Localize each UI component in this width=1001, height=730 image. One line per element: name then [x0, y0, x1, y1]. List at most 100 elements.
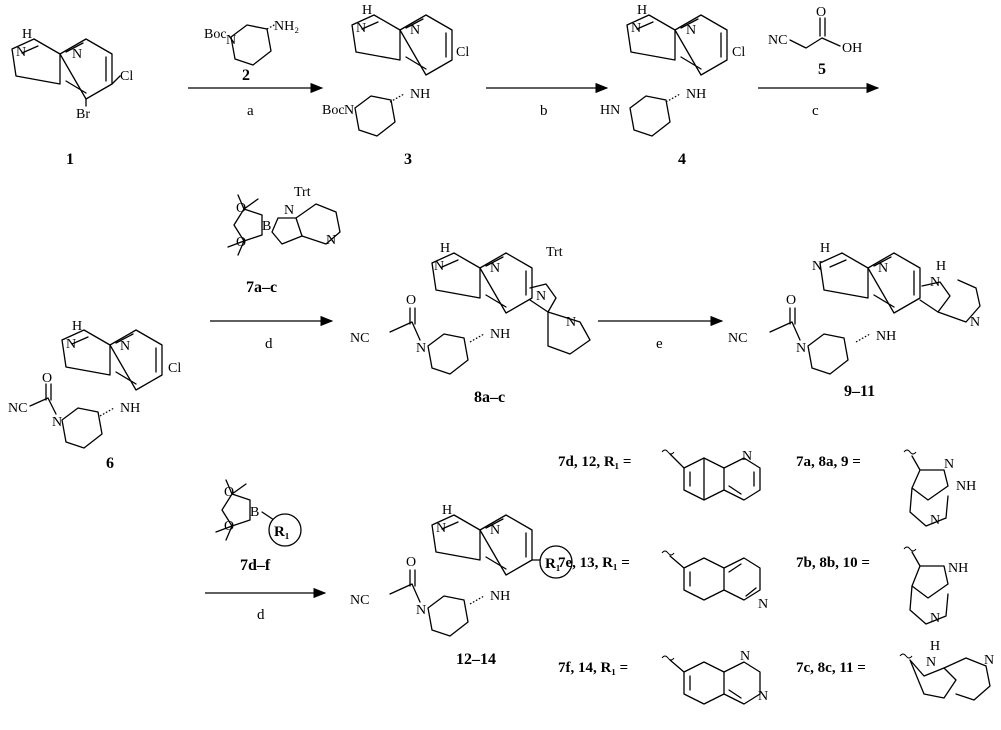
svg-text:N: N [758, 597, 768, 612]
svg-text:N: N [72, 47, 82, 62]
svg-text:Br: Br [76, 107, 90, 122]
svg-text:N: N [416, 603, 426, 618]
svg-text:N: N [52, 415, 62, 430]
condition-b: b [540, 103, 548, 119]
svg-text:Trt: Trt [546, 245, 563, 260]
compound-7ac-label: 7a–c [246, 279, 277, 296]
svg-text:Cl: Cl [732, 45, 745, 60]
compound-12-14-label: 12–14 [456, 651, 496, 668]
r1-circle-product [539, 545, 573, 579]
svg-text:N: N [536, 289, 546, 304]
svg-text:N: N [120, 339, 130, 354]
svg-text:N: N [16, 45, 26, 60]
compound-9-11-label: 9–11 [844, 383, 875, 400]
svg-text:O: O [224, 485, 234, 500]
svg-text:H: H [440, 241, 450, 256]
svg-text:N: N [631, 21, 641, 36]
rgroup-7f-quinazoline: 7f, 14, R₁ = N N [558, 649, 768, 705]
svg-text:NH: NH [686, 87, 706, 102]
compound-6-label: 6 [106, 455, 114, 472]
svg-text:NH: NH [490, 589, 510, 604]
svg-text:N: N [970, 315, 980, 330]
svg-text:7b, 8b, 10 =: 7b, 8b, 10 = [796, 555, 870, 571]
condition-d-lower: d [257, 607, 265, 623]
svg-text:7d, 12, R₁ =: 7d, 12, R₁ = [558, 454, 631, 470]
svg-text:N: N [742, 449, 752, 464]
svg-text:O: O [786, 293, 796, 308]
svg-text:R₁: R₁ [274, 524, 289, 540]
svg-text:O: O [406, 293, 416, 308]
svg-text:NC: NC [350, 331, 369, 346]
svg-text:N: N [878, 261, 888, 276]
compound-3: H N N Cl NH Boc N 3 [322, 3, 469, 168]
svg-text:R₁: R₁ [545, 556, 560, 572]
svg-text:NH: NH [490, 327, 510, 342]
svg-text:N: N [930, 611, 940, 626]
svg-text:Cl: Cl [120, 69, 133, 84]
svg-text:O: O [224, 519, 234, 534]
compound-8ac: H N N Trt N N NH N O NC 8a–c [350, 241, 591, 406]
svg-text:7c, 8c, 11 =: 7c, 8c, 11 = [796, 660, 866, 676]
svg-text:O: O [236, 235, 246, 250]
svg-text:Cl: Cl [456, 45, 469, 60]
svg-text:N: N [566, 315, 576, 330]
reagent-7ac: O O B N N Trt 7a–c [227, 185, 341, 296]
svg-text:7f, 14, R₁ =: 7f, 14, R₁ = [558, 660, 628, 676]
svg-text:N: N [490, 523, 500, 538]
compound-6: H N N Cl NH N O NC 6 [8, 319, 181, 472]
svg-text:B: B [250, 505, 259, 520]
compound-1-label: 1 [66, 151, 74, 168]
svg-text:N: N [416, 341, 426, 356]
svg-text:N: N [434, 259, 444, 274]
svg-text:N: N [284, 203, 294, 218]
svg-text:NH: NH [876, 329, 896, 344]
svg-text:O: O [236, 201, 246, 216]
svg-text:7a, 8a, 9 =: 7a, 8a, 9 = [796, 454, 861, 470]
rgroup-7a-pyrazolopyridine: 7a, 8a, 9 = N NH N [796, 449, 976, 528]
svg-text:NH: NH [948, 561, 968, 576]
compound-3-label: 3 [404, 151, 412, 168]
compound-4: H N N Cl NH HN 4 [600, 3, 745, 168]
svg-text:NC: NC [8, 401, 27, 416]
svg-text:NC: NC [768, 33, 787, 48]
svg-text:Cl: Cl [168, 361, 181, 376]
svg-text:B: B [262, 219, 271, 234]
svg-text:H: H [362, 3, 372, 18]
rgroup-7b-azaindole-3yl: 7b, 8b, 10 = NH N [796, 546, 968, 626]
svg-text:N: N [930, 513, 940, 528]
svg-text:H: H [72, 319, 82, 334]
svg-text:O: O [42, 371, 52, 386]
svg-text:N: N [66, 337, 76, 352]
svg-text:H: H [442, 503, 452, 518]
reagent-7df: O O B R₁ 7d–f [215, 479, 302, 574]
condition-d-upper: d [265, 336, 273, 352]
rgroup-7d-quinoline: 7d, 12, R₁ = N [558, 449, 761, 501]
svg-text:N: N [944, 457, 954, 472]
condition-a: a [247, 103, 254, 119]
compound-2-label: 2 [242, 67, 250, 84]
svg-text:H: H [820, 241, 830, 256]
svg-text:NH: NH [120, 401, 140, 416]
svg-text:NH: NH [956, 479, 976, 494]
svg-text:7e, 13, R₁ =: 7e, 13, R₁ = [558, 555, 630, 571]
svg-text:H: H [930, 639, 940, 654]
svg-text:NC: NC [350, 593, 369, 608]
condition-e: e [656, 336, 663, 352]
svg-text:N: N [796, 341, 806, 356]
svg-text:N: N [490, 261, 500, 276]
svg-text:NH₂: NH₂ [274, 19, 299, 34]
r1-circle [268, 513, 302, 547]
svg-text:H: H [22, 27, 32, 42]
svg-text:N: N [344, 103, 354, 118]
compound-5-label: 5 [818, 61, 826, 78]
svg-text:H: H [637, 3, 647, 18]
svg-text:Boc: Boc [322, 103, 345, 118]
svg-text:Trt: Trt [294, 185, 311, 200]
compound-8ac-label: 8a–c [474, 389, 505, 406]
compound-9-11: H N N H N N NH N O NC 9–11 [728, 241, 981, 400]
svg-text:NC: NC [728, 331, 747, 346]
svg-text:NH: NH [410, 87, 430, 102]
svg-text:Boc: Boc [204, 27, 227, 42]
rgroup-7c-azaindole-2yl: 7c, 8c, 11 = H N N [796, 639, 994, 701]
